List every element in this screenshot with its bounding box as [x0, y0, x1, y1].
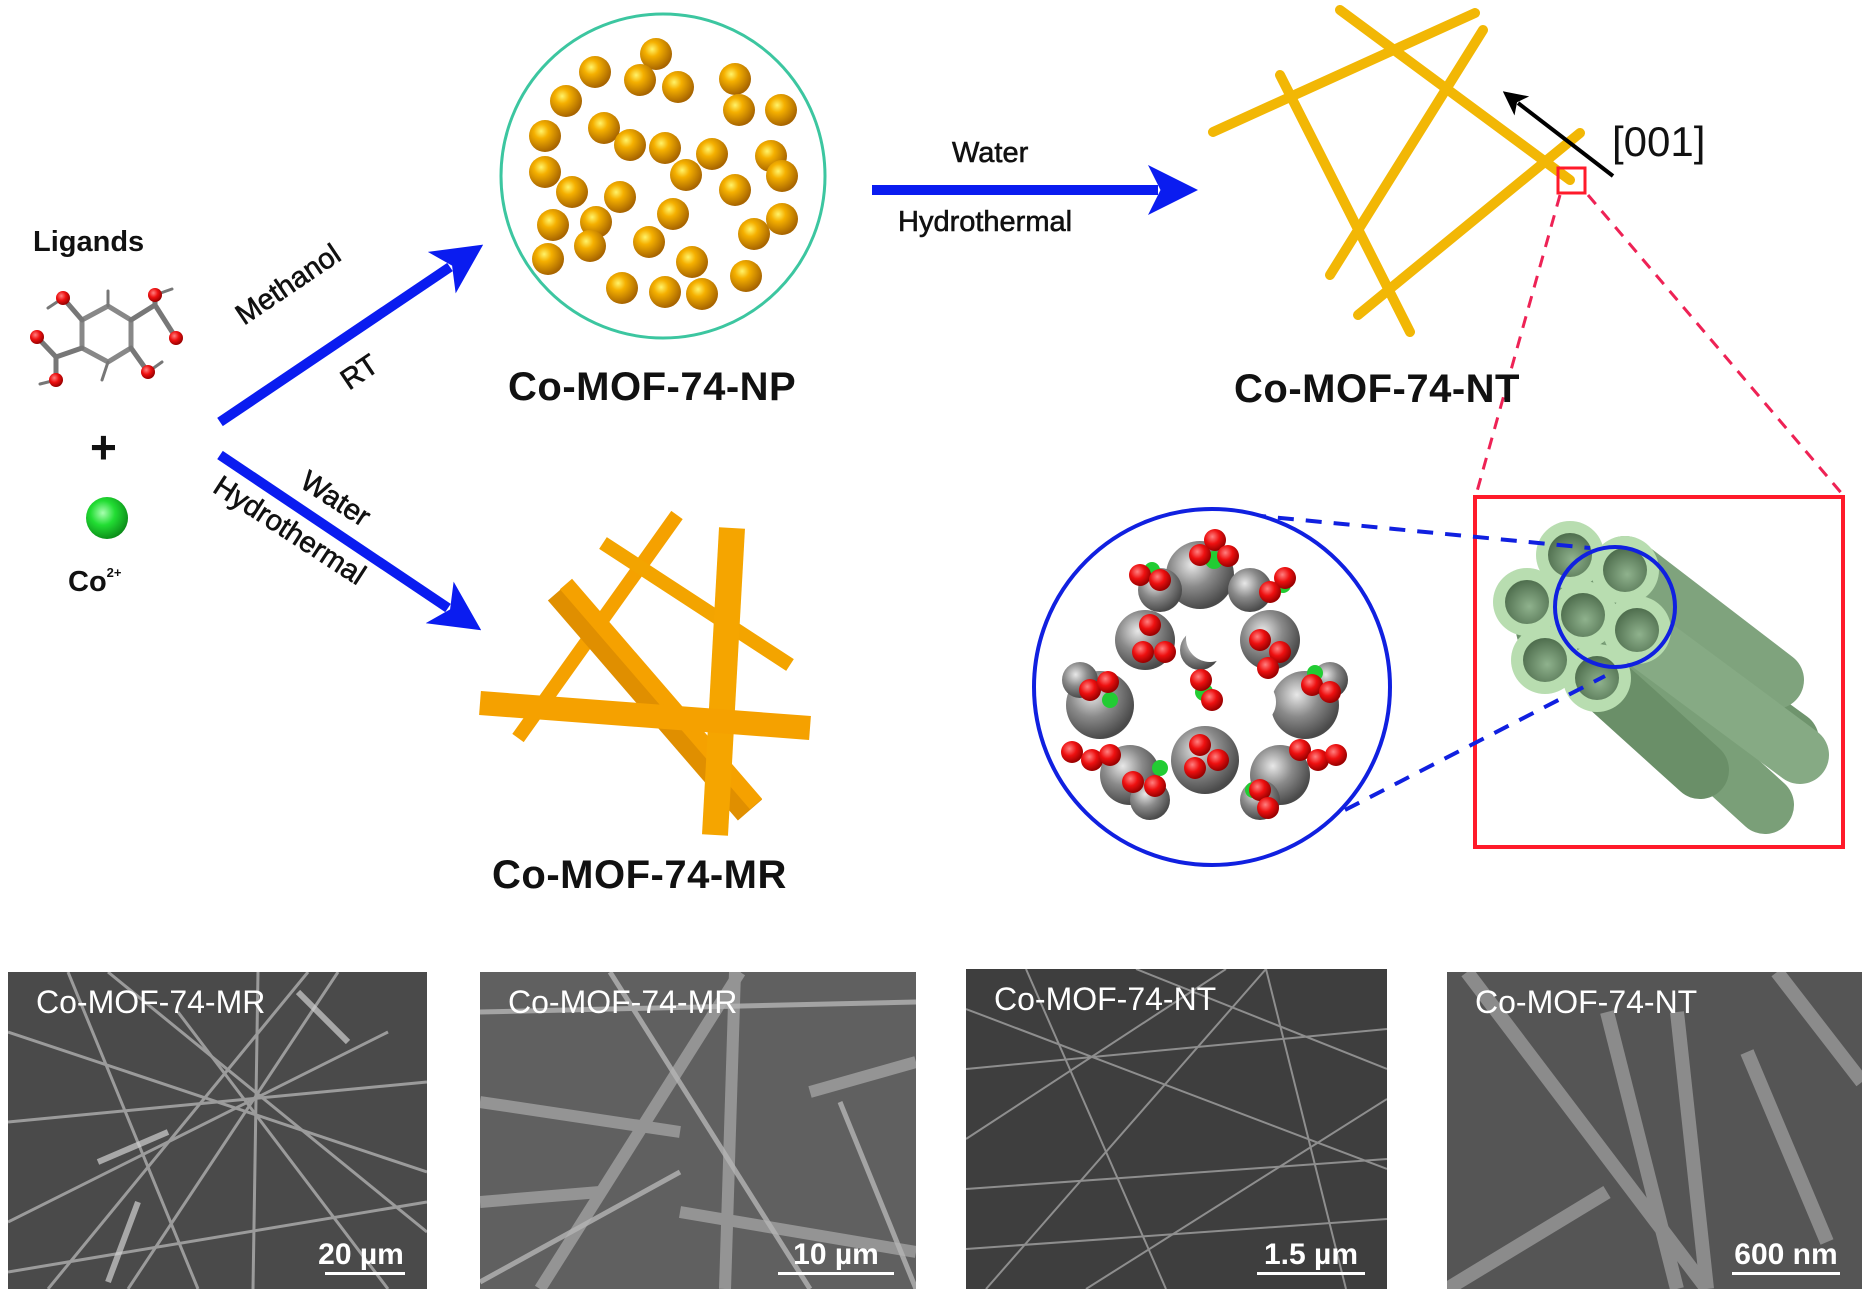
cobalt-symbol: Co [68, 566, 107, 598]
sem-texture-icon [8, 972, 427, 1289]
scale-bar: 1.5 µm [1257, 1238, 1365, 1275]
condition-hydrothermal-nt: Hydrothermal [898, 206, 1073, 239]
product-mr-label: Co-MOF-74-MR [492, 853, 787, 897]
ligands-label: Ligands [33, 226, 145, 258]
product-np-label: Co-MOF-74-NP [508, 365, 797, 409]
nanoparticle-cluster-icon [499, 12, 827, 340]
sem-panel-2: Co-MOF-74-MR 10 µm [480, 972, 916, 1289]
sem-panel-3: Co-MOF-74-NT 1.5 µm [966, 969, 1387, 1289]
sem-panel-title: Co-MOF-74-MR [508, 984, 738, 1020]
product-nt-label: Co-MOF-74-NT [1234, 367, 1520, 411]
microrod-cluster-icon [479, 510, 811, 836]
sem-texture-icon [966, 969, 1387, 1289]
blue-callout-bottom [1344, 674, 1606, 812]
ligand-molecule-icon [30, 287, 183, 387]
scale-bar-label: 20 µm [318, 1238, 404, 1271]
scale-bar-label: 10 µm [793, 1238, 879, 1271]
scale-bar: 20 µm [317, 1238, 405, 1275]
scale-bar: 10 µm [778, 1238, 894, 1275]
cobalt-ion-icon [86, 497, 128, 539]
cobalt-ion-label: Co2+ [68, 565, 122, 599]
nanotube-bundle-icon [1473, 495, 1845, 849]
sem-texture-icon [1447, 972, 1862, 1289]
blue-callout-top [1249, 513, 1591, 550]
sem-panel-title: Co-MOF-74-NT [1475, 984, 1698, 1020]
crystal-structure-icon [1032, 507, 1392, 867]
cobalt-charge: 2+ [106, 565, 122, 580]
sem-panel-4: Co-MOF-74-NT 600 nm [1447, 972, 1862, 1289]
sem-panel-title: Co-MOF-74-MR [36, 984, 266, 1020]
arrow-methanol-rt [217, 244, 484, 427]
scale-bar-label: 1.5 µm [1264, 1238, 1358, 1271]
plus-sign: + [90, 421, 117, 473]
callout-dash-left [1474, 194, 1562, 496]
zoom-region-marker [1556, 166, 1587, 195]
callout-dash-right [1586, 194, 1845, 496]
sem-panel-1: Co-MOF-74-MR 20 µm [8, 972, 427, 1289]
sem-texture-icon [480, 972, 916, 1289]
condition-water-nt: Water [952, 137, 1029, 170]
direction-label: [001] [1612, 118, 1706, 165]
scale-bar-label: 600 nm [1734, 1238, 1838, 1271]
sem-panel-title: Co-MOF-74-NT [994, 981, 1217, 1017]
scale-bar: 600 nm [1732, 1238, 1840, 1275]
arrow-water-hydrothermal-mr [217, 450, 482, 631]
nanotube-rods-icon [1208, 5, 1585, 337]
direction-arrow-icon [1502, 91, 1615, 178]
